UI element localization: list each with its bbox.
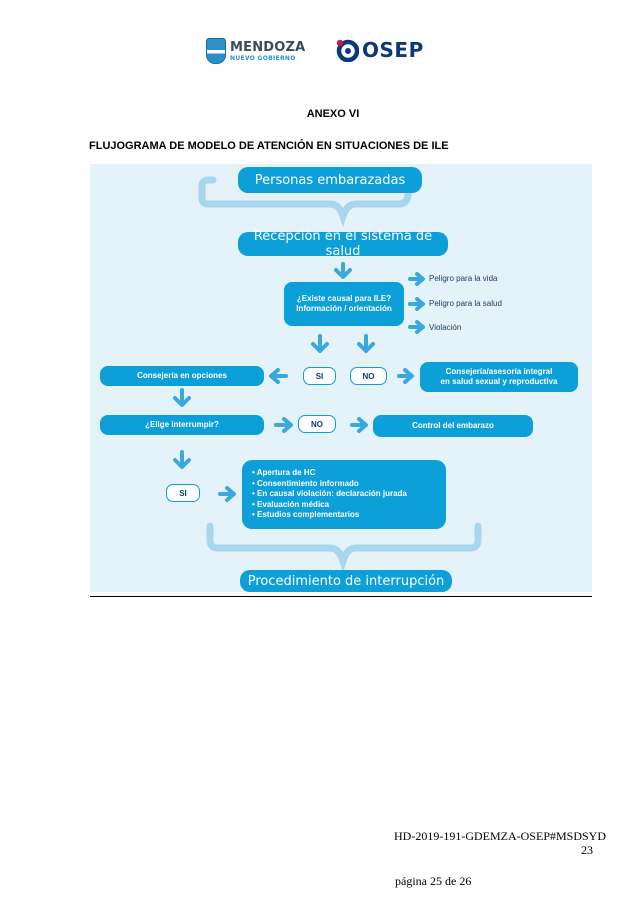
mendoza-logo-subtitle: NUEVO GOBIERNO (230, 54, 296, 62)
box-consejeria-integral: Consejería/asesoría integral en salud se… (420, 362, 578, 392)
step-item: Apertura de HC (252, 468, 436, 479)
document-title: FLUJOGRAMA DE MODELO DE ATENCIÓN EN SITU… (89, 140, 449, 152)
box-consejeria-opciones: Consejería en opciones (100, 366, 264, 386)
arrow-right-cause-2 (408, 297, 425, 311)
osep-mark-icon (336, 39, 359, 62)
arrow-down-1 (334, 262, 352, 279)
box-pasos: Apertura de HC Consentimiento informado … (242, 460, 446, 529)
cause-salud: Peligro para la salud (429, 299, 502, 308)
cause-violacion: Violación (429, 323, 462, 332)
top-brace (198, 176, 412, 228)
bottom-brace (206, 522, 482, 573)
flowchart: Personas embarazadas Recepción en el sis… (90, 164, 592, 592)
document-code: HD-2019-191-GDEMZA-OSEP#MSDSYD (394, 829, 607, 843)
arrow-right-choose (274, 417, 293, 433)
pill-si-2: SI (166, 484, 200, 502)
pill-no-2: NO (298, 415, 336, 433)
flowchart-connectors (173, 176, 482, 573)
osep-logo-text: OSEP (362, 38, 424, 62)
box-procedimiento: Procedimiento de interrupción (240, 570, 452, 592)
arrow-down-no (357, 334, 375, 353)
horizontal-rule (90, 596, 592, 597)
arrow-down-3 (173, 450, 191, 469)
osep-logo: OSEP (335, 34, 424, 66)
box-causal-ile: ¿Existe causal para ILE? Información / o… (284, 282, 404, 326)
arrow-right-cause-3 (408, 320, 425, 334)
box-control-embarazo: Control del embarazo (373, 415, 533, 437)
cause-vida: Peligro para la vida (429, 274, 498, 283)
mendoza-logo: MENDOZA NUEVO GOBIERNO (206, 36, 305, 66)
arrow-down-si (311, 334, 329, 353)
step-item: Evaluación médica (252, 500, 436, 511)
document-number: 23 (581, 843, 593, 857)
arrow-right-control (350, 417, 368, 433)
integral-line-2: en salud sexual y reproductiva (440, 377, 558, 386)
arrow-down-2 (173, 388, 191, 407)
page-number: página 25 de 26 (395, 874, 472, 888)
mendoza-shield-icon (206, 38, 226, 64)
box-elige-interrumpir: ¿Elige interrumpir? (100, 415, 264, 435)
mendoza-logo-title: MENDOZA (230, 39, 306, 55)
integral-line-1: Consejería/asesoría integral (445, 367, 553, 376)
question-line-1: ¿Existe causal para ILE? (296, 294, 392, 303)
pill-no-1: NO (350, 367, 387, 385)
step-item: En causal violación: declaración jurada (252, 489, 436, 500)
annex-title: ANEXO VI (306, 108, 360, 120)
question-line-2: Información / orientación (296, 304, 392, 313)
arrow-right-no (397, 368, 414, 384)
box-recepcion: Recepción en el sistema de salud (238, 229, 448, 259)
step-item: Estudios complementarios (252, 510, 436, 521)
arrow-left-si (269, 368, 288, 384)
pill-si-1: SI (303, 367, 336, 385)
box-personas-embarazadas: Personas embarazadas (238, 167, 422, 193)
arrow-right-cause-1 (408, 272, 425, 286)
arrow-right-steps (218, 486, 236, 502)
step-item: Consentimiento informado (252, 479, 436, 490)
